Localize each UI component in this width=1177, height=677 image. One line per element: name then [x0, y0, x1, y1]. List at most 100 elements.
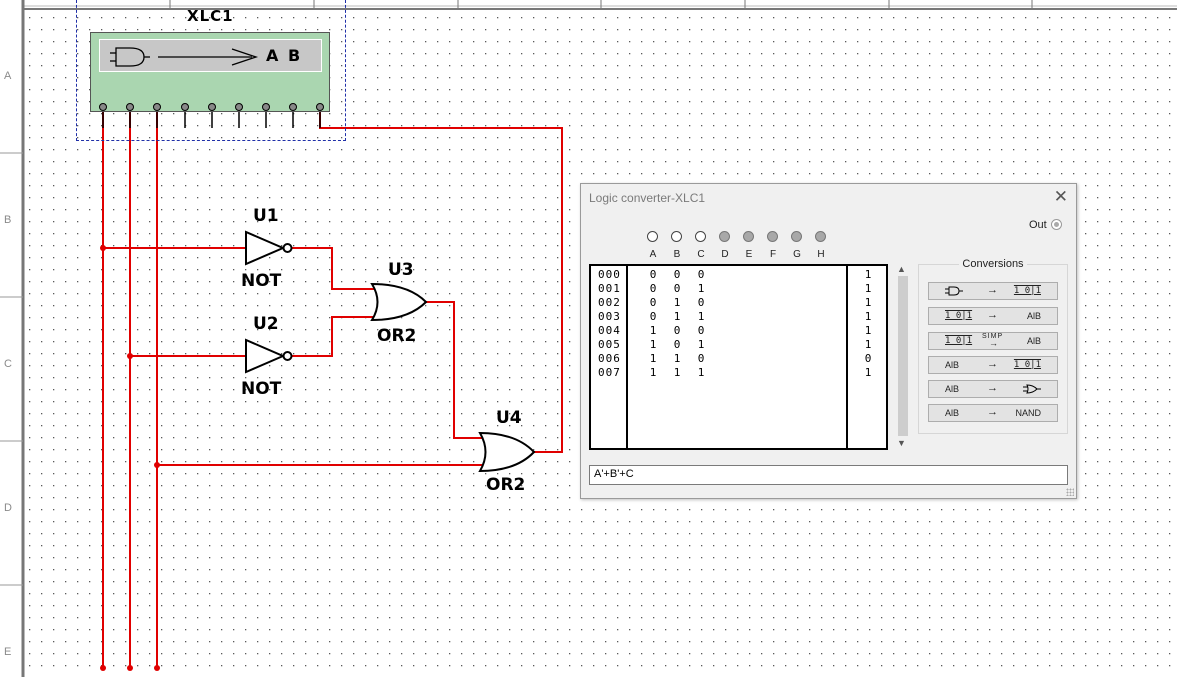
row-index: 006 [598, 352, 621, 365]
input-bit: 0 [649, 268, 657, 281]
expression-to-nand-button[interactable]: AlB → NAND [928, 404, 1058, 422]
input-bit: 1 [649, 352, 657, 365]
u3-type-label: OR2 [377, 326, 417, 346]
input-f-label: F [769, 249, 777, 260]
or-gate-u4[interactable] [478, 431, 536, 473]
input-g-toggle[interactable] [791, 231, 802, 242]
row-index: 001 [598, 282, 621, 295]
xlc1-selection-box[interactable] [76, 0, 346, 141]
out-radio[interactable] [1051, 219, 1062, 230]
input-bit: 1 [649, 324, 657, 337]
left-ruler-ticks [0, 152, 23, 586]
row-index: 004 [598, 324, 621, 337]
arrow-icon: → [989, 338, 998, 348]
truth-table-to-simplified-expression-button[interactable]: 1 0|1 SIMP → AlB [928, 332, 1058, 350]
row-index: 007 [598, 366, 621, 379]
expression-icon: AlB [945, 408, 960, 418]
input-e-label: E [745, 249, 753, 260]
expression-icon: AlB [945, 360, 960, 370]
row-index: 003 [598, 310, 621, 323]
input-h-toggle[interactable] [815, 231, 826, 242]
input-a-label: A [649, 249, 657, 260]
input-h-label: H [817, 249, 825, 260]
expression-icon: AlB [1026, 336, 1041, 346]
output-value[interactable]: 1 [864, 268, 872, 281]
out-label: Out [1029, 219, 1047, 231]
u1-ref-label: U1 [253, 206, 279, 226]
input-b-toggle[interactable] [671, 231, 682, 242]
row-label-b: B [4, 214, 12, 226]
u3-ref-label: U3 [388, 260, 414, 280]
close-icon[interactable]: ✕ [1053, 187, 1068, 206]
input-bit: 0 [673, 338, 681, 351]
truth-table-icon: 1 0|1 [1013, 360, 1041, 370]
scroll-down-icon[interactable]: ▼ [897, 438, 906, 448]
expression-to-truth-table-button[interactable]: AlB → 1 0|1 [928, 356, 1058, 374]
row-index: 000 [598, 268, 621, 281]
row-label-c: C [4, 358, 12, 370]
gate-icon [1023, 384, 1041, 396]
input-bit: 0 [697, 352, 705, 365]
expression-field[interactable]: A'+B'+C [589, 465, 1068, 485]
xlc1-label: XLC1 [187, 7, 234, 25]
input-g-label: G [793, 249, 801, 260]
not-gate-u2[interactable] [245, 338, 293, 374]
output-value[interactable]: 1 [864, 310, 872, 323]
input-c-label: C [697, 249, 705, 260]
truth-table-row[interactable]: 004 1 0 0 1 [591, 324, 886, 338]
u2-ref-label: U2 [253, 314, 279, 334]
expression-to-circuit-button[interactable]: AlB → [928, 380, 1058, 398]
input-bit: 1 [673, 296, 681, 309]
output-value[interactable]: 1 [864, 282, 872, 295]
u4-ref-label: U4 [496, 408, 522, 428]
input-bit: 0 [673, 282, 681, 295]
nand-label: NAND [1015, 408, 1041, 418]
gate-icon [945, 286, 963, 298]
truth-table-to-expression-button[interactable]: 1 0|1 → AlB [928, 307, 1058, 325]
output-value[interactable]: 1 [864, 366, 872, 379]
input-bit: 0 [697, 296, 705, 309]
circuit-to-truth-table-button[interactable]: → 1 0|1 [928, 282, 1058, 300]
input-d-toggle[interactable] [719, 231, 730, 242]
input-a-toggle[interactable] [647, 231, 658, 242]
truth-table-index-divider [626, 266, 628, 448]
input-bit: 1 [649, 338, 657, 351]
resize-grip-icon[interactable] [1066, 488, 1074, 496]
input-bit: 0 [697, 268, 705, 281]
row-label-a: A [4, 70, 12, 82]
output-value[interactable]: 1 [864, 296, 872, 309]
input-bit: 0 [649, 296, 657, 309]
instrument-screen [99, 39, 322, 72]
conversions-group: Conversions → 1 0|1 1 0|1 → AlB 1 0|1 SI… [918, 258, 1068, 434]
sheet-left-border [0, 0, 23, 677]
input-bit: 0 [649, 310, 657, 323]
conversions-title: Conversions [959, 258, 1027, 270]
truth-table-output-divider [846, 266, 848, 448]
input-e-toggle[interactable] [743, 231, 754, 242]
scroll-thumb[interactable] [898, 276, 908, 436]
input-bit: 1 [673, 366, 681, 379]
not-gate-u1[interactable] [245, 230, 293, 266]
truth-table-icon: 1 0|1 [945, 311, 973, 321]
output-value[interactable]: 0 [864, 352, 872, 365]
top-ruler-ticks [169, 0, 1033, 9]
expression-icon: AlB [1026, 311, 1041, 321]
output-value[interactable]: 1 [864, 338, 872, 351]
scroll-up-icon[interactable]: ▲ [897, 264, 906, 274]
input-c-toggle[interactable] [695, 231, 706, 242]
input-bit: 0 [697, 324, 705, 337]
truth-table-scrollbar[interactable]: ▲ ▼ [896, 264, 910, 450]
input-f-toggle[interactable] [767, 231, 778, 242]
or-gate-u3[interactable] [370, 282, 428, 322]
input-bit: 1 [697, 310, 705, 323]
output-value[interactable]: 1 [864, 324, 872, 337]
input-bit: 0 [673, 324, 681, 337]
